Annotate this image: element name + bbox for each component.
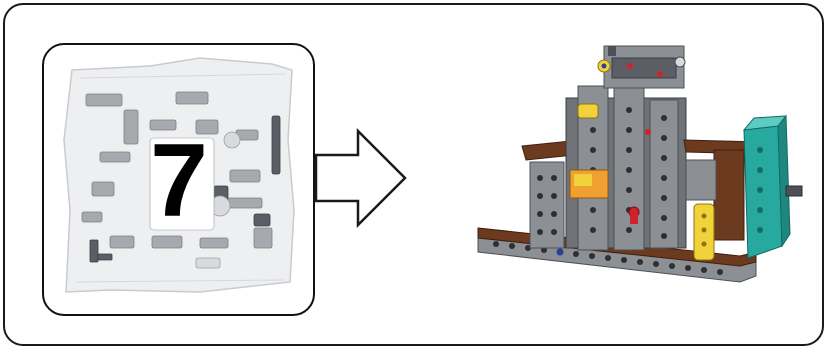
lego-model-icon (0, 0, 831, 352)
